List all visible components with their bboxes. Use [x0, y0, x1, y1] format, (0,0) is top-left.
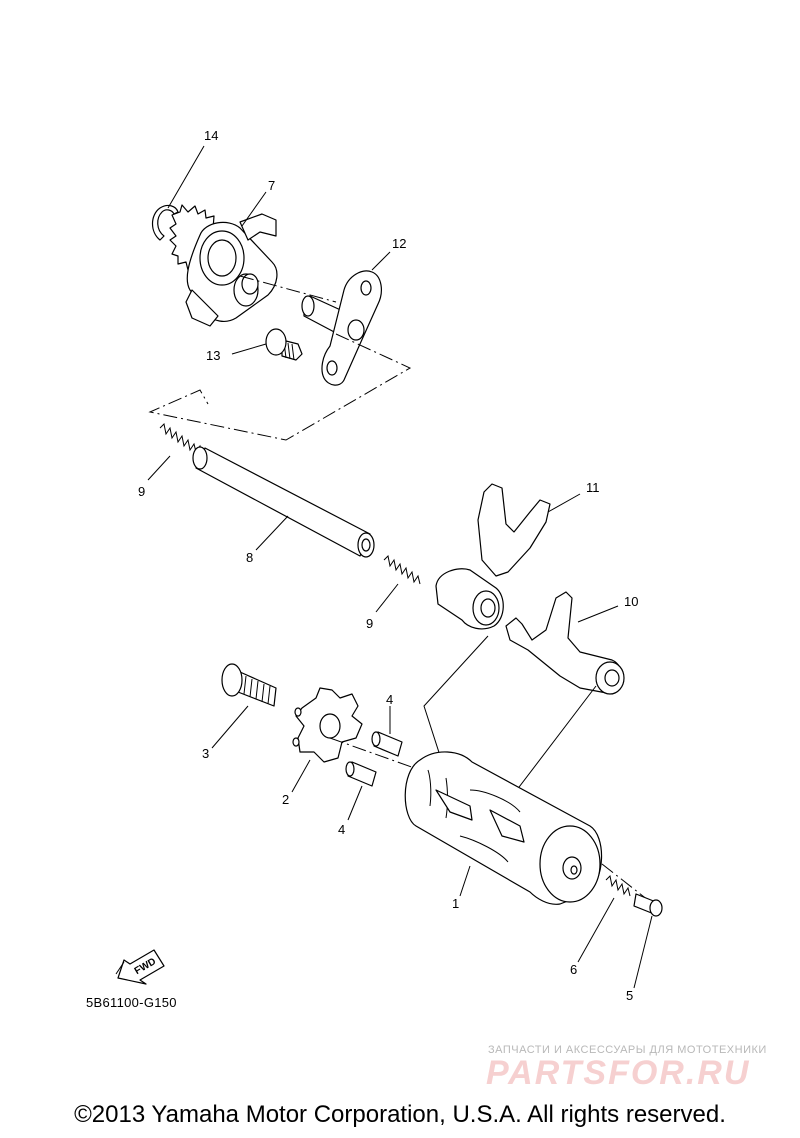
pin-5-part [633, 893, 663, 917]
alignment-line-cam [329, 737, 649, 901]
callout-8: 8 [246, 550, 253, 565]
callout-12: 12 [392, 236, 406, 251]
callout-13: 13 [206, 348, 220, 363]
callout-4-lower: 4 [338, 822, 345, 837]
callout-6: 6 [570, 962, 577, 977]
shift-fork-10-part [505, 591, 625, 695]
callout-1: 1 [452, 896, 459, 911]
callout-4-upper: 4 [386, 692, 393, 707]
cam-segment-part [292, 687, 363, 763]
leader-lines [147, 145, 653, 989]
callout-9-lower: 9 [366, 616, 373, 631]
copyright-footer: ©2013 Yamaha Motor Corporation, U.S.A. A… [74, 1101, 726, 1128]
spring-6-part [605, 874, 631, 897]
callout-14: 14 [204, 128, 218, 143]
shift-drum-part [404, 751, 603, 905]
shift-lever-part [301, 270, 382, 386]
callout-9-upper: 9 [138, 484, 145, 499]
guide-bar-part [192, 446, 375, 558]
shift-fork-11-part [435, 483, 551, 630]
callout-3: 3 [202, 746, 209, 761]
callout-11: 11 [586, 480, 600, 495]
drawing-code: 5B61100-G150 [86, 995, 177, 1010]
circlip-part [151, 204, 179, 241]
callout-10: 10 [624, 594, 638, 609]
callout-labels: 14 7 12 13 9 8 9 11 10 4 3 2 4 1 6 5 [138, 128, 638, 1003]
callout-2: 2 [282, 792, 289, 807]
watermark-logo: PARTSFOR.RU [486, 1054, 751, 1092]
shift-segment-part [169, 204, 278, 327]
callout-7: 7 [268, 178, 275, 193]
callout-5: 5 [626, 988, 633, 1003]
spring-9-right-part [383, 554, 421, 585]
watermark-tagline: ЗАПЧАСТИ И АКСЕССУАРЫ ДЛЯ МОТОТЕХНИКИ [488, 1044, 767, 1056]
fwd-arrow-icon: FWD [115, 949, 165, 985]
dowel-pin-lower-part [345, 761, 377, 787]
alignment-line-upper [148, 275, 412, 441]
bolt-13-part [265, 328, 303, 361]
bolt-3-part [221, 663, 277, 707]
dowel-pin-upper-part [371, 731, 403, 757]
